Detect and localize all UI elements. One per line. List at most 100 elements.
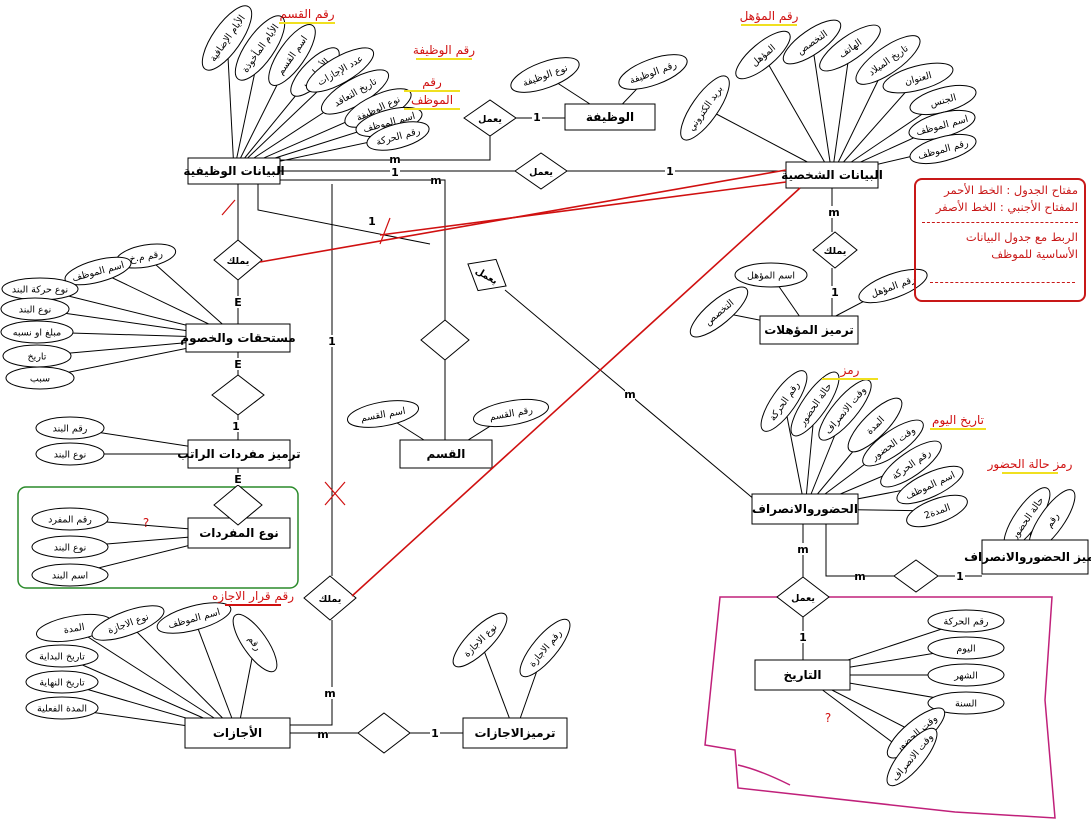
cardinality-bg: [431, 174, 441, 186]
cardinality-bg: [233, 358, 243, 370]
cross-out-mark: [221, 199, 236, 216]
cardinality-bg: [830, 286, 840, 298]
attribute-label: نوع البند: [19, 305, 52, 316]
relationship-line: [290, 620, 333, 726]
relationship-diamond: [463, 99, 517, 137]
entity-box: [187, 157, 281, 185]
annotation-note: رمز: [840, 363, 860, 378]
attribute-label: نوع حركة البند: [12, 285, 68, 296]
date-group-outline: [704, 596, 1056, 819]
annotation-note: ?: [825, 711, 831, 725]
attribute-ellipse: [201, 5, 253, 71]
cardinality-bg: [955, 570, 965, 582]
relationship-diamond: [211, 374, 265, 416]
attribute-ellipse: [906, 494, 968, 528]
foreign-key-link-line: [379, 181, 787, 236]
attribute-ellipse: [234, 15, 286, 81]
attribute-label: نوع البند: [54, 450, 87, 461]
cardinality-bg: [327, 335, 337, 347]
cross-out-mark: [324, 481, 346, 506]
attribute-label: رقم البند: [53, 424, 88, 435]
cardinality-bg: [665, 165, 675, 177]
attribute-ellipse: [25, 644, 99, 668]
attribute-ellipse: [305, 47, 375, 93]
cardinality-label: E: [234, 473, 242, 486]
entity-box: [981, 539, 1089, 575]
attribute-attendance_codes: رقم: [1028, 489, 1076, 551]
annotation-note: تاريخ اليوم: [932, 413, 984, 428]
entity-label: ترميز الحضوروالانصراف: [964, 550, 1091, 565]
attribute-ellipse: [909, 133, 977, 165]
relationship-diamond: [357, 712, 411, 754]
cardinality-bg: [390, 166, 400, 178]
cardinality-bg: [829, 206, 839, 218]
cardinality-bg: [318, 728, 328, 740]
attribute-department: رقم القسم: [473, 398, 549, 428]
attribute-ellipse: [886, 727, 938, 787]
attribute-ellipse: [735, 30, 791, 80]
attribute-item_types: رقم المفرد: [31, 507, 109, 531]
foreign-key-link-line: [351, 187, 801, 597]
entity-label: البيانات الشخصية: [781, 168, 883, 182]
cardinality-bg: [231, 420, 241, 432]
attribute-personal_data: بريد الكتروني: [680, 75, 730, 141]
attribute-ellipse: [790, 371, 840, 437]
relationship-diamond: [303, 575, 357, 621]
scribble-stroke: [737, 764, 791, 786]
cardinality-bg: [325, 687, 335, 699]
relationship: [893, 559, 939, 593]
attribute-leaves: اسم الموظف: [156, 602, 232, 634]
cardinality-bg: [798, 631, 808, 643]
attribute-ellipse: [760, 370, 808, 432]
attribute-link-line: [193, 617, 238, 734]
entity-label: نوع المفردات: [199, 526, 279, 541]
entity-box: [759, 315, 859, 345]
cardinality-label: 1: [368, 215, 376, 228]
legend-primary-key: مفتاح الجدول : الخط الأحمر: [944, 183, 1078, 197]
cardinality-label: 1: [232, 420, 240, 433]
attribute-label: اليوم: [956, 644, 975, 655]
attribute-ellipse: [0, 320, 74, 344]
entity-label: الوظيفة: [586, 110, 634, 125]
annotation-note: رمز حالة الحضور: [987, 457, 1073, 472]
attribute-link-line: [226, 37, 235, 172]
attribute-ellipse: [5, 366, 75, 390]
relationship-label: يملك: [319, 594, 342, 605]
attribute-leaves: المدة الفعلية: [25, 696, 99, 720]
entity-box: [754, 659, 851, 691]
relationship-label: يعمل: [478, 114, 502, 125]
relationship-label: يعمل: [529, 167, 553, 178]
attribute-label: المدة: [63, 622, 86, 636]
attribute-department: اسم القسم: [346, 400, 420, 428]
relationship: [211, 374, 265, 416]
attribute-ellipse: [31, 535, 109, 559]
cardinality-label: 1: [666, 165, 674, 178]
relationship: [213, 484, 263, 526]
attribute-ellipse: [896, 465, 964, 505]
legend-foreign-key: المفتاح الأجنبي : الخط الأصفر: [935, 200, 1078, 214]
attribute-ellipse: [31, 563, 109, 587]
attribute-ellipse: [268, 24, 316, 86]
attribute-leave_codes: نوع الاجازة: [452, 612, 508, 668]
cardinality-label: 1: [831, 286, 839, 299]
relationship: يعمل: [467, 258, 507, 292]
cardinality-bg: [430, 727, 440, 739]
relationship-line: [257, 183, 431, 245]
attribute-label: اسم المؤهل: [747, 271, 795, 282]
entity-label: البيانات الوظيفية: [183, 164, 284, 179]
attribute-label: تاريخ البداية: [39, 652, 85, 663]
relationship: يعمل: [514, 152, 568, 190]
cardinality-label: 1: [431, 727, 439, 740]
attribute-ellipse: [473, 398, 549, 428]
attribute-salary_items: نوع البند: [35, 442, 105, 466]
attribute-ellipse: [927, 691, 1005, 715]
cardinality-label: 1: [799, 631, 807, 644]
attribute-link-line: [783, 400, 806, 510]
cardinality-label: m: [854, 570, 865, 583]
entity-label: القسم: [427, 447, 466, 461]
annotation-note: رقم: [422, 75, 442, 90]
cardinality-label: 1: [391, 166, 399, 179]
attribute-label: مبلغ او نسبه: [13, 328, 62, 339]
